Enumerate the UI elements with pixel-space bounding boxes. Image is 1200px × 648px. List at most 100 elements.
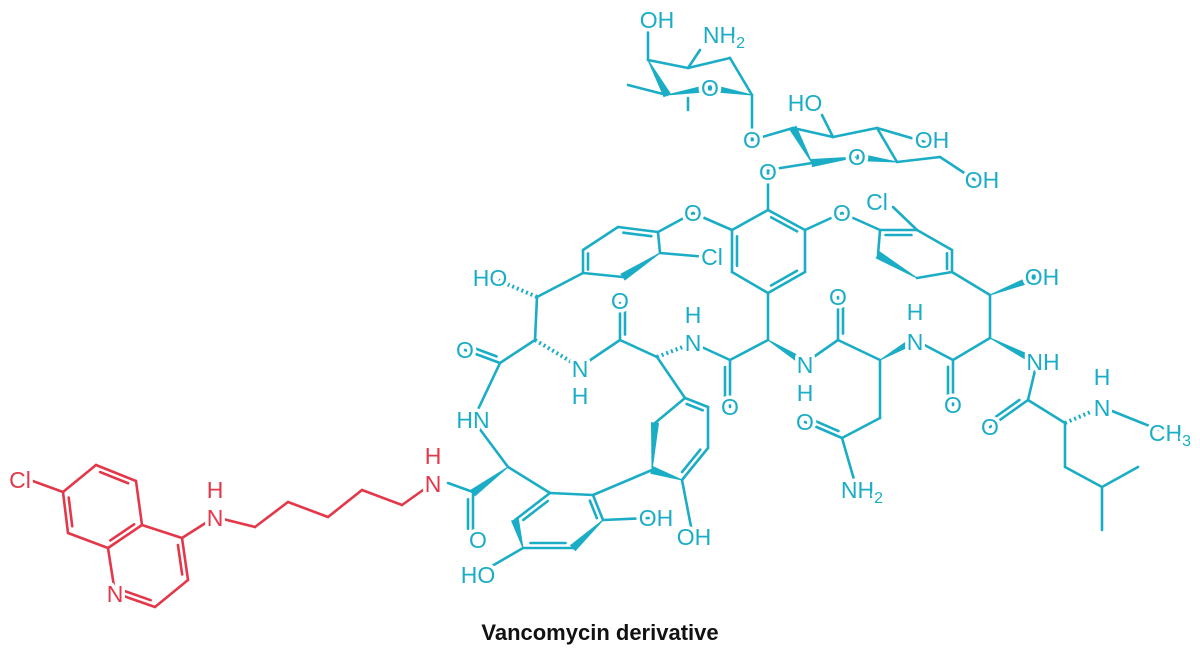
bond [106,523,144,550]
atom-label: O [721,394,739,420]
bond [153,578,190,609]
wedge-bond [989,273,1039,296]
bond [548,491,595,497]
bond [915,228,954,252]
bond [646,58,690,70]
double-bond-line [588,499,599,520]
bond [591,468,654,497]
bond [463,348,502,365]
atom-label: N [425,471,442,497]
atom-label: OH [677,524,712,550]
bond [836,338,882,362]
bond [591,493,605,522]
double-bond-line [67,496,74,528]
atom-label: N [797,352,814,378]
wedge-bond [875,251,918,279]
bond [655,355,687,400]
wedge-bond [620,252,661,281]
double-bond-line [769,216,799,233]
bond [876,228,882,257]
bond [656,230,662,255]
bond [533,295,539,342]
atom-label: O [944,392,962,418]
bond [730,208,770,232]
bond [875,126,927,144]
wedge-bond [470,466,509,497]
bond [950,270,992,297]
double-bond-line [769,269,799,287]
atom-label: N [572,356,589,382]
bond [360,488,404,507]
bond [94,463,138,483]
bond [498,338,537,365]
atom-label: H [907,299,924,325]
atom-label: OH [639,505,674,531]
bond [803,211,844,232]
atom-label: H [572,383,589,409]
bond [140,523,184,540]
bond [1100,405,1169,435]
bond [446,481,475,494]
atom-label: N [907,329,924,355]
bond [113,591,157,609]
quinoline-linker-bonds [28,463,435,609]
bond [683,396,710,409]
bond [61,463,98,494]
atom-label: H [1094,364,1111,390]
bond [730,270,770,295]
wedge-bond [510,518,524,549]
atom-label: NH [1026,349,1059,375]
atom-label: NH2 [703,22,745,52]
double-bond-line [470,345,498,358]
bond [506,465,552,495]
double-bond-line [685,402,705,412]
bond [766,161,814,172]
atom-label: N [107,581,124,607]
bond [691,211,734,232]
bond [831,126,879,139]
bond [803,420,844,440]
double-bond-line [522,499,550,522]
atom-label: O [829,284,847,310]
atom-label: NH2 [841,477,883,507]
atom-label: H [207,477,224,503]
bond [535,271,585,299]
bond [180,536,190,582]
atom-label: N [1094,395,1111,421]
bond [686,56,732,70]
bond [656,211,695,234]
atom-label: N [207,505,224,531]
atom-label: O [981,414,999,440]
atom-label: O [611,288,629,314]
bond [840,211,882,232]
bond [913,338,955,362]
bond [1026,360,1039,402]
bond [286,500,330,519]
atom-label: O [701,75,719,101]
bond [951,336,992,362]
bond [680,446,710,482]
bond [766,208,807,232]
wedge-bond [789,125,813,164]
bond [66,531,110,550]
bond [626,83,669,97]
bond [766,270,807,295]
atom-label: HO [473,265,508,291]
diagram-title: Vancomycin derivative [481,620,718,645]
atom-label: OH [915,127,950,153]
wedge-bond [651,422,660,471]
bond [686,48,702,70]
bond [581,225,620,252]
atom-label: H [797,380,814,406]
bond [791,126,835,139]
bond [988,398,1030,429]
bond [658,251,709,259]
bond [601,516,652,522]
double-bond-line [811,418,840,433]
vancomycin-bonds [446,30,1169,575]
bond [840,436,859,492]
bond [1100,465,1140,489]
bond [28,478,65,494]
bond [938,155,977,182]
